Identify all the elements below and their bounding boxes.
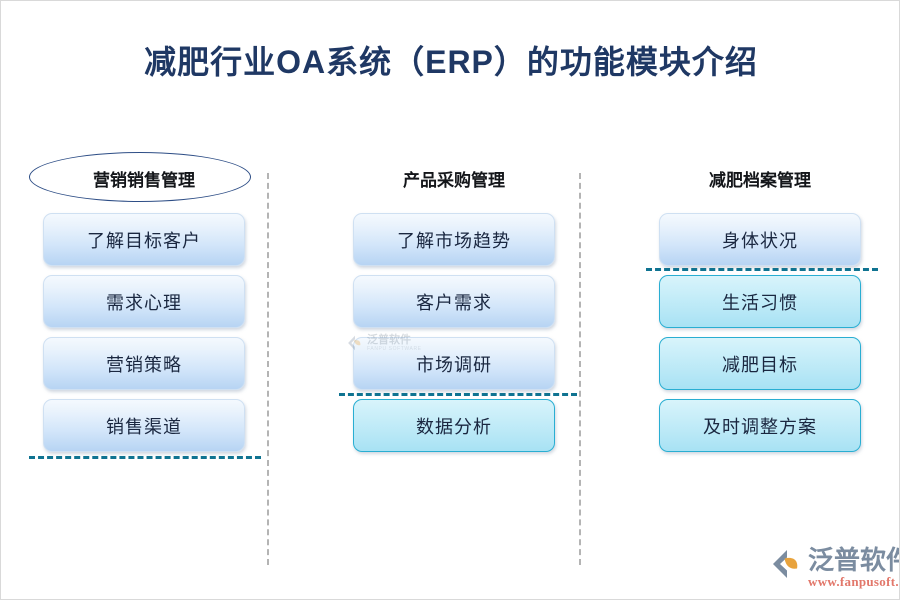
column-item-list: 了解市场趋势 客户需求 市场调研 数据分析 — [353, 213, 555, 452]
module-box-label: 生活习惯 — [722, 292, 798, 313]
brand-logo-url: www.fanpusoft.com — [808, 574, 899, 589]
brand-logo-icon — [769, 547, 803, 581]
module-box[interactable]: 需求心理 — [43, 275, 245, 328]
module-box-label: 需求心理 — [106, 292, 182, 313]
column-header-label: 营销销售管理 — [93, 170, 195, 190]
module-box-highlighted[interactable]: 及时调整方案 — [659, 399, 861, 452]
module-box-label: 及时调整方案 — [703, 416, 817, 437]
column-header-label: 产品采购管理 — [403, 170, 505, 190]
column-weightloss-records: 减肥档案管理 身体状况 生活习惯 减肥目标 及时调整方案 — [659, 153, 861, 461]
accent-dashed-line-3 — [646, 268, 878, 271]
module-box-label: 身体状况 — [722, 230, 798, 251]
column-header-label: 减肥档案管理 — [709, 170, 811, 190]
module-box[interactable]: 客户需求 — [353, 275, 555, 328]
module-box-label: 数据分析 — [416, 416, 492, 437]
module-box-label: 销售渠道 — [106, 416, 182, 437]
module-box-label: 了解市场趋势 — [397, 230, 511, 251]
column-header-weightloss-records: 减肥档案管理 — [659, 153, 861, 203]
column-item-list: 了解目标客户 需求心理 营销策略 销售渠道 — [43, 213, 245, 452]
module-box[interactable]: 营销策略 — [43, 337, 245, 390]
column-item-list: 身体状况 生活习惯 减肥目标 及时调整方案 — [659, 213, 861, 452]
module-box-label: 客户需求 — [416, 292, 492, 313]
vertical-divider-2 — [579, 173, 581, 565]
vertical-divider-1 — [267, 173, 269, 565]
module-box-highlighted[interactable]: 生活习惯 — [659, 275, 861, 328]
page-title: 减肥行业OA系统（ERP）的功能模块介绍 — [144, 44, 758, 80]
column-header-marketing-sales: 营销销售管理 — [29, 152, 251, 203]
module-box-label: 减肥目标 — [722, 354, 798, 375]
module-box-label: 市场调研 — [416, 354, 492, 375]
module-box-highlighted[interactable]: 减肥目标 — [659, 337, 861, 390]
column-marketing-sales: 营销销售管理 了解目标客户 需求心理 营销策略 销售渠道 — [29, 152, 251, 461]
brand-logo: 泛普软件 www.fanpusoft.com — [769, 545, 899, 590]
module-box[interactable]: 了解市场趋势 — [353, 213, 555, 266]
module-box[interactable]: 了解目标客户 — [43, 213, 245, 266]
accent-dashed-line-1 — [29, 456, 261, 459]
brand-logo-cn: 泛普软件 — [808, 545, 899, 575]
column-header-product-procurement: 产品采购管理 — [353, 153, 555, 203]
column-product-procurement: 产品采购管理 了解市场趋势 客户需求 市场调研 数据分析 — [353, 153, 555, 461]
module-box-label: 营销策略 — [106, 354, 182, 375]
module-box-label: 了解目标客户 — [87, 230, 201, 251]
accent-dashed-line-2 — [339, 393, 577, 396]
module-box-highlighted[interactable]: 数据分析 — [353, 399, 555, 452]
module-box[interactable]: 市场调研 — [353, 337, 555, 390]
module-box[interactable]: 销售渠道 — [43, 399, 245, 452]
brand-logo-text: 泛普软件 www.fanpusoft.com — [808, 545, 899, 590]
module-box[interactable]: 身体状况 — [659, 213, 861, 266]
